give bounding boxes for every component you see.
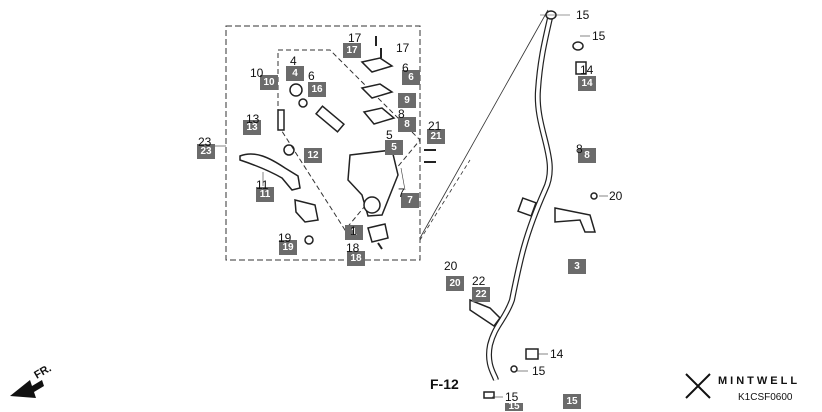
callout-3: 3 xyxy=(568,259,586,274)
diagram-code: K1CSF0600 xyxy=(738,392,793,403)
callout-6: 6 xyxy=(402,70,420,85)
label-8: 8 xyxy=(576,142,583,156)
callout-16: 16 xyxy=(308,82,326,97)
brand-logo-icon xyxy=(685,373,711,399)
callout-23: 23 xyxy=(197,144,215,159)
callout-13: 13 xyxy=(243,120,261,135)
label-14: 14 xyxy=(550,347,564,361)
label-19: 19 xyxy=(278,231,292,245)
label-10: 10 xyxy=(250,66,264,80)
label-18: 18 xyxy=(346,241,360,255)
figure-reference: F-12 xyxy=(430,376,459,392)
callout-14: 14 xyxy=(578,76,596,91)
label-23: 23 xyxy=(198,135,212,149)
callout-17: 17 xyxy=(343,43,361,58)
callout-4: 4 xyxy=(286,66,304,81)
label-4: 4 xyxy=(290,54,297,68)
label-20: 20 xyxy=(444,259,458,273)
label-15: 15 xyxy=(505,390,519,404)
label-20: 20 xyxy=(609,189,623,203)
label-15: 15 xyxy=(592,29,606,43)
label-15: 15 xyxy=(532,364,546,378)
label-22: 22 xyxy=(472,274,486,288)
label-21: 21 xyxy=(428,119,442,133)
front-arrow-icon xyxy=(10,380,44,398)
label-5: 5 xyxy=(386,128,393,142)
label-11: 11 xyxy=(256,178,269,192)
label-17: 17 xyxy=(396,41,410,55)
label-7: 7 xyxy=(398,186,405,200)
callout-9: 9 xyxy=(398,93,416,108)
label-14: 14 xyxy=(580,63,594,77)
label-6: 6 xyxy=(308,69,315,83)
leader-line xyxy=(419,9,549,239)
assembly-group-box xyxy=(225,25,421,261)
hose-clamp xyxy=(517,197,537,217)
callout-8b: 8 xyxy=(398,117,416,132)
callout-18: 18 xyxy=(347,251,365,266)
callout-1: 1 xyxy=(345,225,363,240)
brand-name: MINTWELL xyxy=(718,375,801,387)
callout-15: 15 xyxy=(563,394,581,409)
label-15: 15 xyxy=(576,8,590,22)
label-17: 17 xyxy=(348,31,362,45)
callout-7: 7 xyxy=(401,193,419,208)
callout-5: 5 xyxy=(385,140,403,155)
label-13: 13 xyxy=(246,112,260,126)
label-6: 6 xyxy=(402,61,409,75)
callout-20: 20 xyxy=(446,276,464,291)
callout-22: 22 xyxy=(472,287,490,302)
callout-8: 8 xyxy=(578,148,596,163)
callout-19: 19 xyxy=(279,240,297,255)
callout-12: 12 xyxy=(304,148,322,163)
label-8: 8 xyxy=(398,107,405,121)
callout-10: 10 xyxy=(260,75,278,90)
callout-11: 11 xyxy=(256,187,274,202)
callout-21: 21 xyxy=(427,129,445,144)
brake-lever xyxy=(239,153,301,191)
master-cylinder xyxy=(347,149,399,217)
label-1: 1 xyxy=(350,224,357,238)
callout-15b: 15 xyxy=(505,402,523,412)
